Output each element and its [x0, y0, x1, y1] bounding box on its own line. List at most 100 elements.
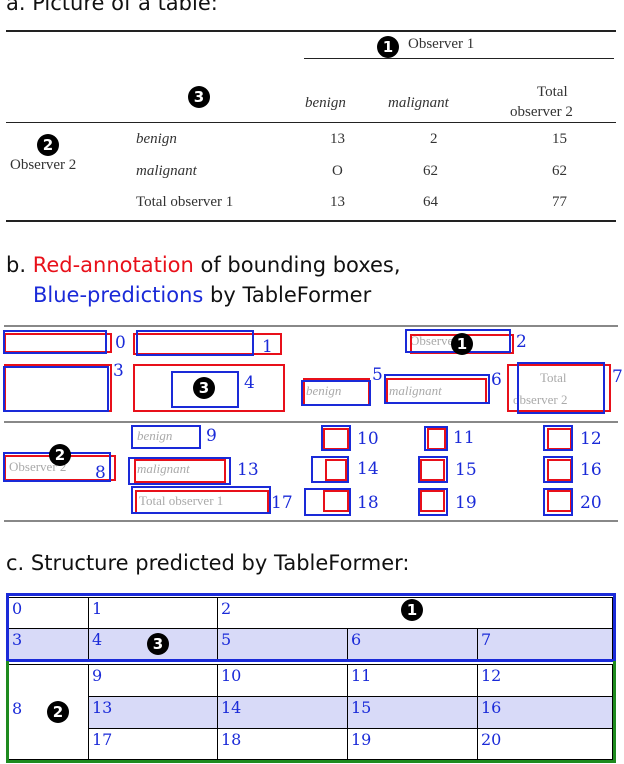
table-observer1-header: Observer 1 — [408, 36, 475, 52]
box-label-11: 11 — [453, 428, 475, 448]
structure-cell-20: 20 — [477, 728, 613, 760]
structure-cell-17: 17 — [88, 728, 218, 760]
blue-box-11 — [424, 426, 448, 451]
heading-b-suffix: by TableFormer — [203, 283, 372, 307]
box-label-5: 5 — [372, 365, 383, 385]
box-label-19: 19 — [455, 493, 477, 513]
box-label-16: 16 — [580, 460, 602, 480]
blue-box-16 — [543, 456, 573, 483]
heading-b-line2: Blue-predictions by TableFormer — [33, 283, 371, 307]
structure-cell-1: 1 — [88, 597, 218, 629]
box-label-2: 2 — [516, 332, 527, 352]
heading-b-line1: b. Red-annotation of bounding boxes, — [6, 253, 401, 277]
b-badge-two: 2 — [49, 444, 71, 466]
c-badge-two: 2 — [47, 701, 69, 723]
table-row-total: Total observer 1 — [136, 194, 234, 210]
blue-box-9 — [131, 425, 201, 449]
b-total-text2: observer 2 — [513, 392, 568, 407]
red-box-14 — [325, 459, 347, 481]
blue-box-18 — [304, 488, 351, 516]
table-cell: 77 — [552, 194, 567, 210]
b-top-rule — [4, 325, 618, 327]
blue-box-17 — [131, 486, 271, 514]
table-cell: 64 — [423, 194, 438, 210]
box-label-12: 12 — [580, 429, 602, 449]
structure-cell-13: 13 — [88, 696, 218, 729]
heading-a: a. Picture of a table: — [6, 0, 218, 15]
box-label-13: 13 — [237, 460, 259, 480]
box-label-3: 3 — [113, 361, 124, 381]
b-badge-one: 1 — [451, 333, 473, 355]
table-cell: 62 — [423, 163, 438, 179]
b-bottom-rule — [4, 520, 618, 522]
blue-box-19 — [418, 488, 448, 516]
table-observer2-header: Observer 2 — [10, 157, 77, 173]
structure-cell-3: 3 — [8, 628, 89, 660]
box-label-6: 6 — [491, 370, 502, 390]
red-box-4 — [133, 364, 285, 412]
blue-box-1 — [136, 330, 254, 356]
box-label-4: 4 — [244, 373, 255, 393]
table-col-total-line2: observer 2 — [510, 104, 573, 120]
c-badge-one: 1 — [401, 599, 423, 621]
blue-box-20 — [543, 488, 573, 516]
blue-box-15 — [418, 456, 448, 483]
table-observer1-rule — [304, 58, 614, 59]
b-row-malignant-text: malignant — [137, 461, 190, 476]
table-cell: 15 — [552, 131, 567, 147]
blue-box-5 — [301, 380, 371, 406]
blue-box-12 — [543, 425, 573, 451]
blue-box-4 — [171, 371, 239, 408]
structure-cell-7: 7 — [477, 628, 613, 660]
structure-cell-19: 19 — [347, 728, 478, 760]
b-row-total-text: Total observer 1 — [139, 493, 224, 508]
box-label-17: 17 — [271, 493, 293, 513]
heading-b-red: Red-annotation — [32, 253, 194, 277]
table-bottom-rule — [6, 220, 616, 222]
blue-box-0 — [3, 330, 107, 354]
badge-one: 1 — [377, 36, 399, 58]
red-box-15 — [420, 459, 445, 481]
box-label-14: 14 — [357, 459, 379, 479]
table-top-rule — [6, 30, 616, 32]
badge-two: 2 — [37, 134, 59, 156]
table-cell: 62 — [552, 163, 567, 179]
box-label-10: 10 — [357, 429, 379, 449]
structure-cell-16: 16 — [477, 696, 613, 729]
structure-cell-11: 11 — [347, 664, 478, 697]
structure-cell-9: 9 — [88, 664, 218, 697]
box-label-7: 7 — [612, 367, 623, 387]
red-box-13 — [134, 459, 226, 483]
b-malignant-text: malignant — [389, 383, 442, 398]
table-row-benign: benign — [136, 131, 177, 147]
heading-c: c. Structure predicted by TableFormer: — [6, 551, 410, 575]
box-label-15: 15 — [455, 460, 477, 480]
c-badge-three: 3 — [147, 633, 169, 655]
structure-cell-5: 5 — [217, 628, 348, 660]
blue-box-13 — [128, 457, 231, 485]
structure-cell-0: 0 — [8, 597, 89, 629]
table-row-malignant: malignant — [136, 163, 197, 179]
table-cell: 2 — [430, 131, 438, 147]
table-col-benign: benign — [305, 95, 346, 111]
box-label-8: 8 — [95, 463, 106, 483]
box-label-20: 20 — [580, 493, 602, 513]
heading-b-prefix: b. — [6, 253, 33, 277]
structure-cell-12: 12 — [477, 664, 613, 697]
structure-cell-18: 18 — [217, 728, 348, 760]
structure-cell-15: 15 — [347, 696, 478, 729]
red-box-19 — [420, 490, 445, 512]
heading-b-blue: Blue-predictions — [33, 283, 204, 307]
table-header-rule — [6, 122, 616, 123]
structure-cell-6: 6 — [347, 628, 478, 660]
red-box-7 — [507, 364, 611, 412]
b-row-benign-text: benign — [137, 428, 173, 443]
red-box-18 — [323, 490, 349, 512]
blue-box-6 — [384, 374, 490, 404]
box-label-1: 1 — [262, 337, 273, 357]
table-cell: 13 — [330, 131, 345, 147]
table-col-total-line1: Total — [537, 84, 568, 100]
b-total-text1: Total — [540, 370, 567, 385]
blue-box-10 — [321, 425, 351, 451]
structure-cell-14: 14 — [217, 696, 348, 729]
